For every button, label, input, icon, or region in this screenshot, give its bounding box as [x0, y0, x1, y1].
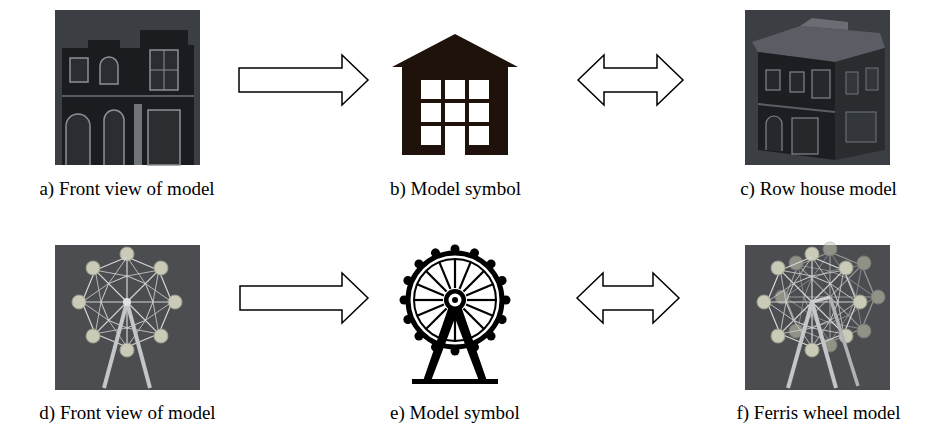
icon-segment	[455, 247, 480, 291]
block-arrow	[239, 55, 368, 105]
icon-segment	[451, 245, 460, 289]
block-arrow	[240, 273, 368, 323]
picture-area	[734, 245, 903, 390]
figure-panel: f) Ferris wheel model	[734, 245, 903, 424]
icon-segment	[467, 296, 511, 305]
cornice	[758, 104, 835, 112]
support-leg	[127, 302, 150, 388]
icon-base	[412, 379, 498, 384]
tall-window	[150, 50, 178, 90]
icon-segment	[402, 300, 446, 325]
panel-caption: a) Front view of model	[39, 177, 214, 200]
front-wheel	[751, 241, 874, 364]
symbol-window	[445, 80, 465, 99]
icon-segment	[464, 275, 508, 300]
wheel-segment	[120, 247, 159, 302]
render-background	[55, 245, 200, 390]
block-arrow	[577, 273, 679, 323]
icon-segment	[464, 300, 508, 325]
ferris-wheel-front-render	[55, 241, 200, 390]
panel-caption: f) Ferris wheel model	[736, 401, 900, 424]
building-front-render	[55, 10, 200, 165]
arched-window	[100, 57, 118, 84]
symbol-window	[469, 126, 489, 145]
entrance	[792, 118, 818, 154]
wheel-segment	[757, 270, 812, 309]
house-symbol	[392, 34, 518, 155]
side-window	[846, 72, 858, 94]
ground-arch	[766, 116, 782, 151]
support-leg	[830, 297, 858, 386]
wheel-segment	[768, 241, 834, 307]
figure-panel: a) Front view of model	[37, 10, 217, 200]
icon-segment	[430, 247, 455, 291]
window	[70, 58, 88, 82]
picture-area	[37, 245, 218, 390]
wheel-segment	[805, 247, 844, 302]
ground-arch	[66, 114, 90, 165]
figure-panel: b) Model symbol	[388, 10, 523, 200]
icon-segment	[402, 275, 446, 300]
axle	[812, 297, 830, 302]
wheel	[66, 241, 189, 364]
entrance	[148, 110, 180, 165]
picture-area	[37, 10, 217, 165]
support-leg	[104, 302, 127, 388]
column	[134, 104, 142, 165]
window	[790, 72, 804, 92]
picture-area	[388, 245, 522, 390]
block-arrow	[578, 55, 683, 105]
panel-caption: e) Model symbol	[390, 401, 520, 424]
symbol-window	[421, 103, 441, 122]
figure-panel: e) Model symbol	[388, 245, 522, 424]
render-background	[745, 10, 890, 165]
picture-area	[738, 10, 899, 165]
panel-caption: d) Front view of model	[39, 401, 215, 424]
house-body	[402, 66, 508, 155]
icon-hub-ring	[449, 294, 462, 307]
panel-caption: b) Model symbol	[390, 177, 521, 200]
panel-caption: c) Row house model	[740, 177, 897, 200]
window	[812, 70, 830, 98]
symbol-door	[445, 126, 465, 155]
side-window	[846, 112, 876, 142]
symbol-window	[421, 126, 441, 145]
support-leg	[812, 302, 836, 388]
icon-segment	[400, 296, 444, 305]
figure-panel: d) Front view of model	[37, 245, 218, 424]
symbol-window	[469, 80, 489, 99]
ferris-wheel-perspective-render	[745, 236, 891, 390]
building-perspective-render	[745, 10, 890, 165]
icon-hub	[444, 289, 466, 311]
icon-hub-center	[452, 297, 458, 303]
side-face	[835, 48, 885, 160]
icon-wheel	[400, 245, 511, 356]
window-bar	[150, 70, 178, 71]
symbol-window	[469, 103, 489, 122]
hub	[123, 298, 131, 306]
window	[766, 70, 780, 90]
door-arch	[104, 110, 124, 165]
render-background	[55, 10, 200, 165]
pediment	[392, 34, 518, 67]
symbol-window	[445, 103, 465, 122]
symbol-window	[421, 80, 441, 99]
roof-tower	[800, 18, 848, 30]
side-window	[866, 68, 878, 90]
icon-legs	[423, 306, 487, 381]
support-leg	[788, 302, 812, 388]
front-face	[758, 52, 835, 160]
figure-panel: c) Row house model	[738, 10, 899, 200]
ferris-wheel-symbol	[400, 245, 511, 385]
wheel-segment	[72, 270, 127, 309]
building-body	[62, 30, 194, 165]
wheel-segment	[83, 241, 149, 307]
picture-area	[388, 10, 523, 165]
cornice	[62, 95, 194, 97]
